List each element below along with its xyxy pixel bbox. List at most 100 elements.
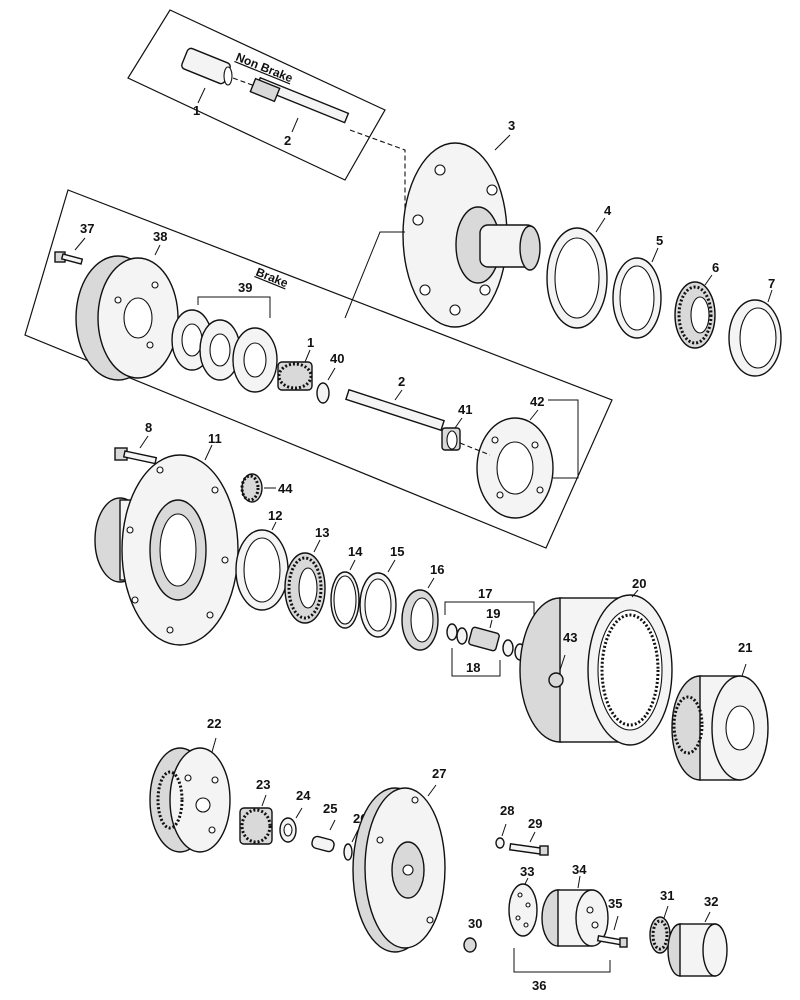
- label-16: 16: [430, 562, 444, 577]
- label-44: 44: [278, 481, 293, 496]
- label-31: 31: [660, 888, 674, 903]
- leader-25: [329, 819, 336, 831]
- part-6-bearing[interactable]: [674, 281, 716, 349]
- part-43-plug[interactable]: [548, 672, 564, 688]
- part-42-plate[interactable]: [476, 417, 554, 519]
- brake-box: [24, 189, 613, 549]
- label-39: 39: [238, 280, 252, 295]
- part-41-bushing[interactable]: [441, 427, 461, 451]
- leader-41: [454, 417, 463, 429]
- leader-29: [529, 831, 536, 843]
- part-8-bolt[interactable]: [114, 447, 158, 465]
- part-35-bolt[interactable]: [596, 934, 628, 948]
- label-19: 19: [486, 606, 500, 621]
- part-28-washer[interactable]: [495, 837, 505, 849]
- bracket-36: [513, 948, 611, 973]
- part-29-bolt[interactable]: [508, 843, 549, 856]
- label-7: 7: [768, 276, 775, 291]
- label-21: 21: [738, 640, 752, 655]
- part-1-sleeve[interactable]: [181, 47, 233, 86]
- part-39-disc-set[interactable]: [171, 309, 278, 393]
- part-13-bearing[interactable]: [284, 552, 326, 624]
- leader-16: [427, 577, 435, 589]
- label-17: 17: [478, 586, 492, 601]
- part-44-gear[interactable]: [240, 473, 263, 503]
- part-37-screw[interactable]: [54, 251, 84, 265]
- label-2a: 2: [284, 133, 291, 148]
- part-25-pin[interactable]: [311, 835, 335, 853]
- label-15: 15: [390, 544, 404, 559]
- label-3: 3: [508, 118, 515, 133]
- part-40-snap-ring[interactable]: [316, 382, 330, 404]
- part-24-thrust-washer[interactable]: [279, 817, 297, 843]
- brake-group: Brake 37 38 39: [24, 189, 613, 549]
- leader-1b: [304, 349, 311, 363]
- label-30: 30: [468, 916, 482, 931]
- leader-22: [211, 737, 217, 753]
- part-22-planet-carrier[interactable]: [149, 747, 231, 853]
- brake-connector-line: [344, 231, 405, 319]
- part-4-seal[interactable]: [546, 227, 608, 329]
- label-33: 33: [520, 864, 534, 879]
- label-34: 34: [572, 862, 587, 877]
- leader-1a: [197, 87, 206, 104]
- part-2-brake-shaft[interactable]: [345, 388, 445, 432]
- leader-20: [631, 589, 639, 598]
- label-14: 14: [348, 544, 363, 559]
- brake-axis-line: [459, 442, 491, 456]
- part-38-brake-housing[interactable]: [75, 255, 179, 381]
- part-5-ring[interactable]: [612, 257, 662, 339]
- part-16-nut[interactable]: [401, 589, 439, 651]
- label-5: 5: [656, 233, 663, 248]
- part-3-flange-hub[interactable]: [402, 142, 541, 328]
- leader-33: [524, 877, 529, 885]
- label-4: 4: [604, 203, 612, 218]
- part-33-gasket[interactable]: [508, 883, 538, 937]
- leader-13: [313, 539, 321, 553]
- leader-32: [704, 911, 711, 923]
- leader-23: [261, 794, 267, 807]
- label-20: 20: [632, 576, 646, 591]
- leader-12: [271, 521, 277, 531]
- part-7-bearing-cup[interactable]: [728, 299, 782, 377]
- part-26-ring[interactable]: [343, 843, 353, 861]
- label-2b: 2: [398, 374, 405, 389]
- leader-40: [327, 367, 336, 381]
- part-20-ring-gear[interactable]: [519, 594, 673, 746]
- label-43: 43: [563, 630, 577, 645]
- label-27: 27: [432, 766, 446, 781]
- part-2-shaft[interactable]: [249, 76, 350, 124]
- label-12: 12: [268, 508, 282, 523]
- leader-38: [154, 244, 161, 256]
- bracket-39: [197, 296, 271, 318]
- leader-21: [741, 663, 747, 677]
- leader-11: [204, 444, 213, 461]
- part-1-coupler[interactable]: [277, 361, 313, 391]
- leader-37: [74, 237, 86, 251]
- part-30-plug[interactable]: [463, 937, 477, 953]
- part-11-housing[interactable]: [94, 454, 239, 646]
- label-1b: 1: [307, 335, 314, 350]
- label-23: 23: [256, 777, 270, 792]
- label-38: 38: [153, 229, 167, 244]
- part-23-planet-gear[interactable]: [239, 807, 273, 845]
- leader-4: [595, 217, 606, 233]
- part-34-motor-body[interactable]: [541, 889, 609, 947]
- leader-7: [767, 289, 773, 303]
- part-12-ring[interactable]: [235, 529, 289, 611]
- non-brake-group: Non Brake 1 2: [127, 9, 406, 215]
- part-27-cover[interactable]: [352, 787, 446, 953]
- label-13: 13: [315, 525, 329, 540]
- part-15-lock-washer[interactable]: [359, 572, 397, 638]
- label-28: 28: [500, 803, 514, 818]
- leader-5: [651, 247, 659, 263]
- part-31-seal[interactable]: [649, 916, 671, 954]
- part-14-snap-ring[interactable]: [330, 571, 360, 629]
- part-21-carrier[interactable]: [671, 675, 769, 781]
- part-32-cap[interactable]: [667, 923, 728, 977]
- leader-43: [559, 654, 566, 671]
- label-11: 11: [208, 431, 222, 446]
- leader-35: [613, 915, 619, 931]
- part-17-spring-kit[interactable]: [446, 623, 526, 661]
- label-42: 42: [530, 394, 544, 409]
